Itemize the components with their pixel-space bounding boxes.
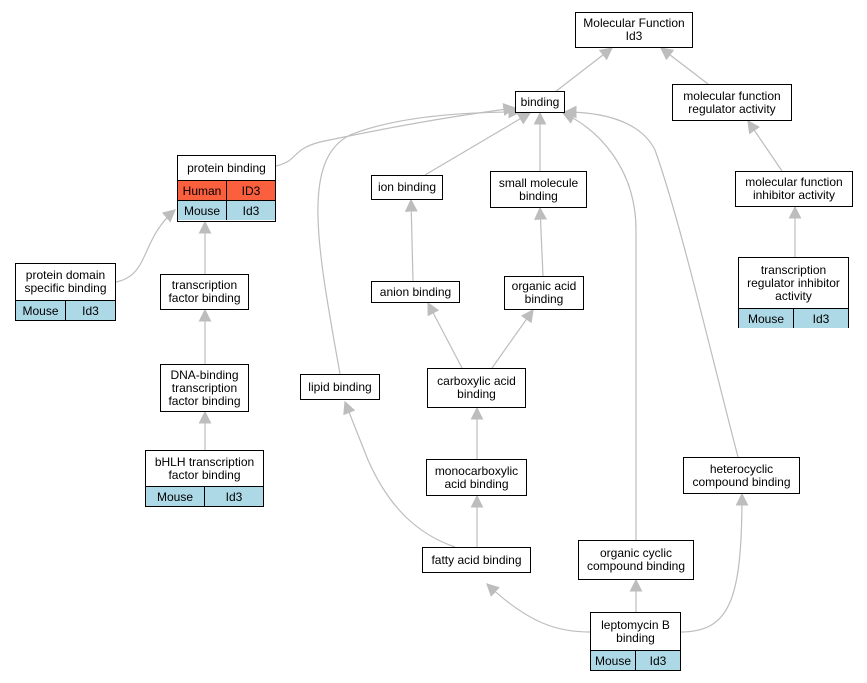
organism-cell: Mouse: [747, 311, 785, 326]
edge-mfia-to-mfra: [747, 119, 783, 172]
node-title: fatty acid binding: [431, 552, 522, 567]
edge-lmb-to-hc: [679, 492, 749, 633]
node-mf-inhibitor-activity[interactable]: molecular function inhibitor activity: [735, 171, 853, 207]
node-title: molecular function regulator activity: [683, 88, 781, 116]
node-title: anion binding: [379, 284, 452, 299]
node-monocarboxylic-acid-binding[interactable]: monocarboxylic acid binding: [426, 459, 527, 496]
node-title: Molecular Function Id3: [583, 16, 685, 43]
edge-occ-to-binding: [561, 111, 637, 540]
node-title: transcription factor binding: [168, 278, 241, 305]
node-title: carboxylic acid binding: [437, 374, 516, 401]
node-title: heterocyclic compound binding: [692, 461, 791, 489]
edge-lipid-to-binding: [317, 105, 522, 375]
mouse-gene-row: Mouse Id3: [146, 486, 263, 506]
node-transcription-factor-binding[interactable]: transcription factor binding: [160, 274, 249, 310]
node-title: bHLH transcription factor binding: [154, 454, 255, 482]
mouse-gene-row: Mouse Id3: [739, 308, 848, 328]
organism-cell: Mouse: [156, 489, 194, 504]
gene-cell: Id3: [65, 301, 115, 320]
edge-ca-to-oa: [491, 308, 534, 369]
gene-cell: Id3: [793, 309, 848, 328]
node-title: lipid binding: [308, 379, 372, 394]
node-title: leptomycin B binding: [601, 617, 670, 645]
gene-cell: Id3: [204, 487, 263, 506]
edge-lmb-to-fa: [486, 583, 591, 633]
edge-pdsb-to-protein: [115, 209, 176, 283]
node-binding[interactable]: binding: [515, 91, 565, 113]
mouse-gene-row: Mouse Id3: [591, 650, 680, 670]
node-dna-binding-tf-binding[interactable]: DNA-binding transcription factor binding: [160, 364, 249, 412]
node-lipid-binding[interactable]: lipid binding: [300, 374, 380, 400]
node-heterocyclic-compound-binding[interactable]: heterocyclic compound binding: [683, 457, 800, 494]
node-title: DNA-binding transcription factor binding: [168, 367, 241, 408]
node-title: ion binding: [377, 180, 437, 194]
node-title: protein binding: [187, 160, 266, 175]
mouse-gene-row: Mouse Id3: [178, 200, 275, 220]
node-title: transcription regulator inhibitor activi…: [747, 262, 840, 303]
node-bhlh-tf-binding[interactable]: bHLH transcription factor binding Mouse …: [145, 450, 264, 507]
edge-anion-to-ion: [404, 198, 418, 282]
organism-cell: Mouse: [22, 303, 59, 318]
edge-oa-to-sm: [534, 206, 548, 277]
node-title: protein domain specific binding: [24, 268, 107, 295]
node-title: molecular function inhibitor activity: [745, 175, 843, 202]
node-organic-acid-binding[interactable]: organic acid binding: [504, 276, 584, 310]
organism-cell: Mouse: [594, 653, 632, 668]
gene-cell: ID3: [226, 181, 275, 200]
node-title: organic cyclic compound binding: [586, 546, 686, 573]
node-title: binding: [520, 94, 560, 109]
gene-cell: Id3: [226, 201, 275, 220]
node-transcription-regulator-inhibitor-activity[interactable]: transcription regulator inhibitor activi…: [738, 257, 849, 328]
node-protein-binding[interactable]: protein binding Human ID3 Mouse Id3: [177, 155, 276, 222]
gene-cell: Id3: [635, 651, 680, 670]
node-leptomycin-b-binding[interactable]: leptomycin B binding Mouse Id3: [590, 612, 681, 671]
organism-cell: Mouse: [183, 203, 221, 218]
organism-cell: Human: [182, 183, 222, 198]
node-carboxylic-acid-binding[interactable]: carboxylic acid binding: [427, 368, 526, 408]
node-ion-binding[interactable]: ion binding: [371, 175, 443, 200]
node-small-molecule-binding[interactable]: small molecule binding: [490, 171, 587, 208]
mouse-gene-row: Mouse Id3: [16, 300, 115, 320]
node-title: monocarboxylic acid binding: [434, 463, 519, 491]
node-organic-cyclic-compound-binding[interactable]: organic cyclic compound binding: [578, 540, 694, 580]
human-gene-row: Human ID3: [178, 180, 275, 200]
edge-binding-to-mf: [554, 47, 614, 93]
edge-mfra-to-mf: [659, 47, 709, 85]
node-protein-domain-specific-binding[interactable]: protein domain specific binding Mouse Id…: [15, 263, 116, 321]
edge-hc-to-binding: [563, 105, 739, 458]
edge-fa-to-lipid: [343, 400, 456, 548]
node-fatty-acid-binding[interactable]: fatty acid binding: [422, 547, 531, 573]
node-mf-regulator-activity[interactable]: molecular function regulator activity: [672, 84, 792, 121]
node-title: small molecule binding: [498, 175, 579, 203]
edge-ion-to-binding: [424, 112, 532, 176]
edge-protein-to-binding: [275, 103, 517, 167]
node-anion-binding[interactable]: anion binding: [371, 281, 460, 303]
edge-ca-to-anion: [427, 301, 463, 369]
node-molecular-function[interactable]: Molecular Function Id3: [575, 12, 693, 48]
node-title: organic acid binding: [511, 279, 577, 306]
